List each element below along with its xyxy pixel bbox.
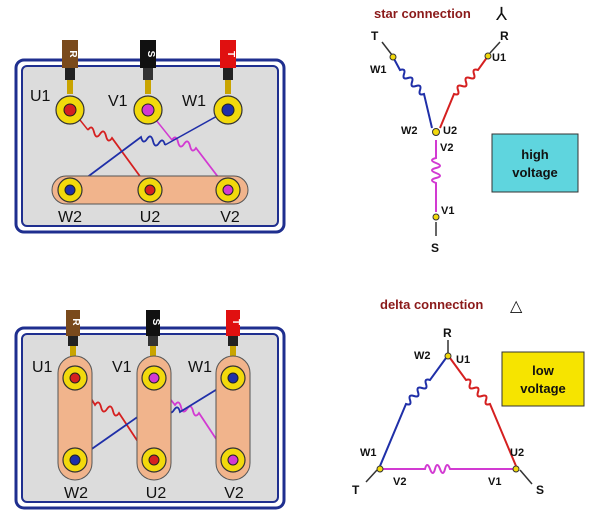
terminal-v1 [133,95,163,125]
star-schematic: star connection ⅄ T R S W1 U1 W2 U2 V2 V… [370,4,579,255]
delta-symbol: △ [510,298,523,315]
label-r: R [443,326,452,340]
label-s: S [431,241,439,255]
label-s: S [536,483,544,497]
label-v2: V2 [440,142,453,154]
lead-cable-s: S [140,40,156,94]
terminal-v1 [141,365,167,391]
terminal-label-w1: W1 [182,93,206,110]
label-w1: W1 [370,64,387,76]
label-t: T [371,29,379,43]
terminal-w2 [57,177,83,203]
label-t: T [352,483,360,497]
node-w1 [389,53,397,61]
delta-title: delta connection [380,297,483,312]
lead-cable-r: R [66,310,81,360]
winding-u-coil [79,379,151,461]
coil-v [382,464,514,474]
terminal-u2 [141,447,167,473]
line-s [519,469,533,485]
line-r [489,41,501,54]
label-v2: V2 [393,476,406,488]
terminal-u1 [62,365,88,391]
terminal-label-u1: U1 [30,88,51,105]
terminal-w1 [213,95,243,125]
winding-w-coil [69,135,166,191]
node-top [444,352,452,360]
star-symbol: ⅄ [495,4,508,24]
terminal-label-v1: V1 [108,93,128,110]
lead-cable-r: R [62,40,78,94]
lead-cable-s: S [146,310,161,360]
terminal-label-u2: U2 [140,209,161,226]
node-right [512,465,520,473]
coil-v [431,140,441,212]
lead-label-t: T [225,51,236,57]
high-voltage-line2: voltage [512,165,558,180]
coil-u [449,357,517,467]
terminal-v2 [215,177,241,203]
terminal-w2 [62,447,88,473]
winding-u-coil [87,126,151,191]
lead-label-s: S [145,51,156,58]
label-u2: U2 [443,125,457,137]
lead-label-s: S [150,319,161,326]
low-voltage-line1: low [532,363,555,378]
coil-w [392,56,433,129]
terminal-label-u1: U1 [32,359,53,376]
line-t [365,469,378,483]
lead-cable-t: T [226,310,241,360]
star-title: star connection [374,6,471,21]
label-w2: W2 [401,125,418,137]
terminal-w1 [220,365,246,391]
terminal-label-u2: U2 [146,485,167,502]
node-v1 [432,213,440,221]
terminal-label-w1: W1 [188,359,212,376]
node-left [376,465,384,473]
lead-cable-t: T [220,40,236,94]
high-voltage-box [491,133,579,193]
label-r: R [500,29,509,43]
label-u2: U2 [510,447,524,459]
terminal-label-v2: V2 [224,485,244,502]
terminal-v2 [220,447,246,473]
label-v1: V1 [441,205,454,217]
label-w1: W1 [360,447,377,459]
lead-label-r: R [70,318,81,326]
label-w2: W2 [414,350,431,362]
delta-schematic: delta connection △ R T S W2 U1 W1 U2 V2 … [352,297,585,497]
winding-v-coil [154,379,231,461]
lead-label-r: R [67,50,78,58]
terminal-label-w2: W2 [58,209,82,226]
terminal-board-delta: R S T [14,310,286,510]
terminal-label-v2: V2 [220,209,240,226]
label-u1: U1 [456,354,470,366]
node-u1 [484,52,492,60]
node-star-point [432,128,440,136]
lead-label-t: T [230,319,241,325]
low-voltage-box [501,351,585,407]
coil-w [379,357,447,467]
terminal-u2 [137,177,163,203]
coil-u [439,55,489,129]
terminal-u1 [55,95,85,125]
label-u1: U1 [492,52,506,64]
low-voltage-line2: voltage [520,381,566,396]
line-t [381,41,393,56]
terminal-label-w2: W2 [64,485,88,502]
terminal-label-v1: V1 [112,359,132,376]
terminal-board-star: R S T [14,40,286,234]
high-voltage-line1: high [521,147,548,162]
label-v1: V1 [488,476,501,488]
